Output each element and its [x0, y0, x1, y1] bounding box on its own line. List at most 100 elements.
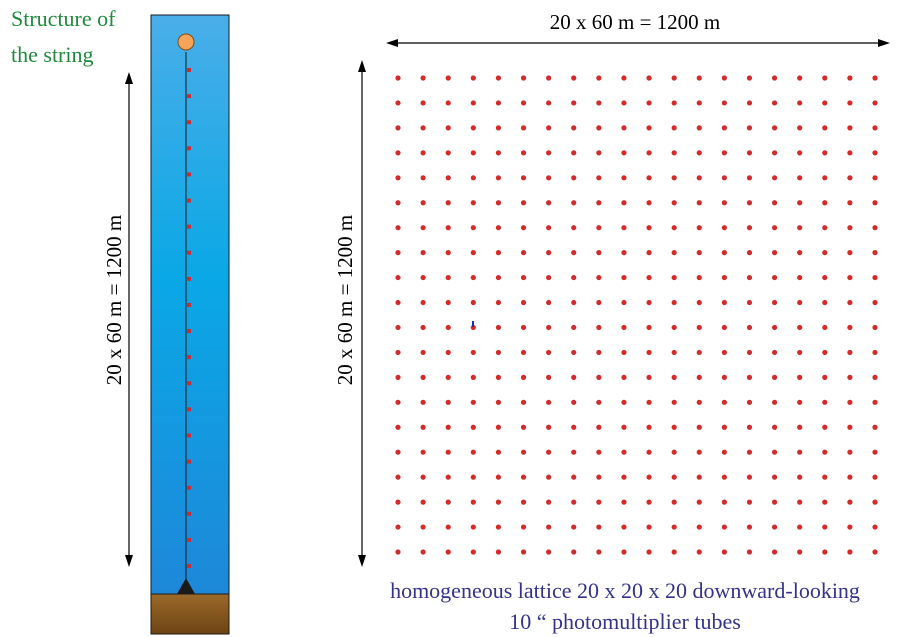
lattice-module: [445, 374, 451, 380]
lattice-module: [395, 499, 401, 505]
lattice-module: [520, 100, 527, 106]
string-module: [187, 120, 191, 125]
lattice-width-arrow: [386, 39, 890, 47]
lattice-module: [596, 150, 602, 156]
lattice-module: [797, 150, 803, 156]
lattice-module: [771, 449, 778, 455]
lattice-module: [596, 499, 602, 505]
lattice-module: [395, 75, 401, 81]
lattice-module: [621, 225, 627, 231]
lattice-module: [546, 200, 552, 206]
lattice-module: [671, 175, 677, 181]
lattice-module: [847, 399, 853, 405]
lattice-module: [822, 250, 828, 256]
lattice-module: [621, 474, 627, 480]
lattice-module: [571, 474, 577, 480]
lattice-module: [420, 549, 426, 555]
lattice-center-marker: [472, 321, 474, 327]
lattice-module: [771, 75, 778, 81]
lattice-module: [571, 499, 577, 505]
lattice-module: [445, 150, 451, 156]
lattice-module: [596, 524, 602, 530]
string-module: [187, 94, 191, 99]
lattice-module: [596, 250, 602, 256]
lattice-module: [671, 524, 677, 530]
lattice-module: [546, 474, 552, 480]
lattice-module: [445, 524, 451, 530]
lattice-module: [847, 349, 853, 356]
lattice-module: [520, 324, 527, 331]
lattice-module: [847, 474, 853, 480]
lattice-module: [721, 549, 727, 555]
lattice-module: [822, 200, 828, 206]
lattice-module: [771, 424, 778, 430]
lattice-module: [520, 349, 527, 356]
lattice-module: [520, 299, 527, 306]
lattice-module: [746, 225, 753, 231]
string-panel-title-line1: Structure of: [11, 6, 116, 31]
lattice-module: [746, 299, 753, 306]
lattice-module: [746, 374, 753, 380]
lattice-module: [696, 299, 702, 306]
lattice-module: [395, 474, 401, 480]
lattice-module: [571, 150, 577, 156]
string-module: [187, 68, 191, 72]
lattice-module: [571, 250, 577, 256]
lattice-module: [797, 349, 803, 356]
lattice-module: [621, 449, 627, 455]
lattice-module: [596, 225, 602, 231]
lattice-module: [520, 125, 527, 131]
lattice-module: [470, 349, 476, 356]
lattice-module: [671, 399, 677, 405]
lattice-module: [495, 499, 502, 505]
string-module: [187, 172, 191, 177]
lattice-module: [546, 324, 552, 331]
lattice-module: [696, 374, 702, 380]
lattice-module: [546, 274, 552, 281]
lattice-module: [721, 474, 727, 480]
lattice-module: [495, 449, 502, 455]
lattice-module: [797, 424, 803, 430]
lattice-module: [420, 499, 426, 505]
lattice-module: [395, 424, 401, 430]
lattice-module: [721, 200, 727, 206]
lattice-module: [696, 549, 702, 555]
lattice-module: [596, 75, 602, 81]
lattice-module: [746, 324, 753, 331]
lattice-module: [395, 250, 401, 256]
lattice-module: [621, 100, 627, 106]
lattice-optical-modules: [395, 75, 878, 555]
lattice-module: [872, 100, 878, 106]
lattice-module: [721, 324, 727, 331]
lattice-module: [646, 150, 652, 156]
lattice-module: [671, 299, 677, 306]
lattice-module: [822, 474, 828, 480]
lattice-module: [596, 200, 602, 206]
lattice-module: [596, 324, 602, 331]
lattice-module: [822, 225, 828, 231]
lattice-module: [721, 100, 727, 106]
lattice-module: [546, 524, 552, 530]
lattice-module: [646, 274, 652, 281]
lattice-module: [746, 274, 753, 281]
lattice-module: [395, 225, 401, 231]
caption-line1: homogeneous lattice 20 x 20 x 20 downwar…: [390, 578, 860, 603]
lattice-module: [420, 125, 426, 131]
lattice-module: [671, 449, 677, 455]
lattice-module: [822, 399, 828, 405]
lattice-module: [596, 349, 602, 356]
lattice-module: [746, 175, 753, 181]
lattice-module: [746, 349, 753, 356]
lattice-module: [445, 125, 451, 131]
lattice-module: [721, 499, 727, 505]
lattice-module: [445, 474, 451, 480]
lattice-module: [872, 524, 878, 530]
lattice-module: [445, 424, 451, 430]
lattice-module: [420, 424, 426, 430]
lattice-module: [696, 349, 702, 356]
lattice-module: [470, 524, 476, 530]
lattice-module: [520, 250, 527, 256]
lattice-module: [822, 374, 828, 380]
lattice-module: [621, 274, 627, 281]
